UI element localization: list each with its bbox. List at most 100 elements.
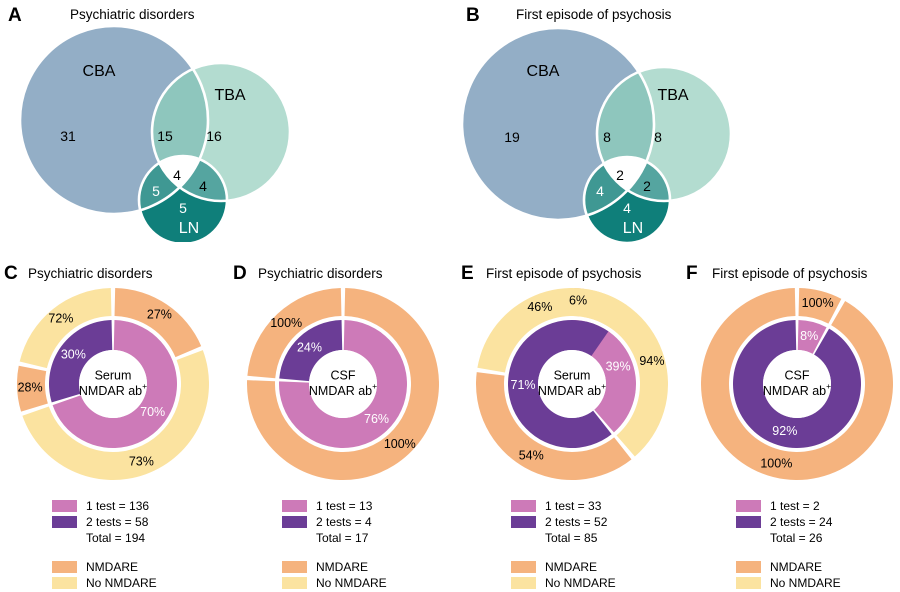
venn-count-cba-only: 19 [504,129,520,145]
donut-outer-label: 100% [384,437,416,451]
donut-center-line1: CSF [331,368,356,382]
legend-label-1test: 1 test = 13 [316,498,373,513]
legend-row-total: Total = 194 [52,530,157,545]
panel-title-a: Psychiatric disorders [70,7,195,22]
legend-label-total: Total = 194 [86,530,146,545]
donut-slice [508,320,612,449]
venn-count-triple: 4 [173,167,181,183]
legend-label-nmdare: NMDARE [545,559,598,574]
legend-row-2tests: 2 tests = 24 [736,514,841,529]
venn-count-cba-tba: 8 [603,129,611,145]
venn-outline-tba [595,65,733,203]
legend-swatch-nmdare [511,560,536,573]
donut-outer-label: 54% [519,449,544,463]
donut-center-line1: Serum [554,368,591,382]
panel-letter-f: F [686,263,698,284]
legend-label-1test: 1 test = 33 [545,498,602,513]
legend-label-1test: 1 test = 136 [86,498,150,513]
venn-diagram-b: CBA TBA LN 19 8 8 2 2 4 4 [455,14,755,245]
legend-swatch-no-nmdare [511,576,536,589]
donut-inner-label: 30% [61,347,86,361]
donut-outer-label: 28% [18,380,43,394]
venn-label-cba: CBA [83,63,116,80]
legend-label-1test: 1 test = 2 [770,498,820,513]
donut-slice [583,289,668,457]
venn-label-ln: LN [179,220,199,237]
donut-center-line1: Serum [95,368,132,382]
donut-inner-label: 76% [364,412,389,426]
legend-swatch-nmdare [52,560,77,573]
legend-swatch-2tests [511,515,536,528]
legend-swatch-no-nmdare [736,576,761,589]
legend-row-2tests: 2 tests = 58 [52,514,157,529]
venn-count-tba-ln: 4 [199,178,207,194]
venn-count-cba-only: 31 [60,128,76,144]
donut-slice [798,288,842,324]
donut-outer-label: 46% [527,300,552,314]
legend-row-1test: 1 test = 2 [736,498,841,513]
legend-row-nmdare: NMDARE [511,559,616,574]
legend-row-nmdare: NMDARE [282,559,387,574]
venn-label-tba: TBA [214,87,245,104]
legend-spacer [52,546,157,559]
donut-inner-label: 8% [800,329,818,343]
donut-inner-label: 24% [297,341,322,355]
legend-row-2tests: 2 tests = 4 [282,514,387,529]
legend-swatch-2tests [52,515,77,528]
legend-swatch-spacer [52,532,77,544]
legend-row-1test: 1 test = 13 [282,498,387,513]
legend-swatch-1test [282,499,307,512]
legend-label-nmdare: NMDARE [86,559,139,574]
legend-label-total: Total = 85 [545,530,598,545]
legend-spacer [736,546,841,559]
venn-outline-cba [18,24,210,216]
legend-row-total: Total = 85 [511,530,616,545]
donut-slice [22,350,209,480]
donut-slice [477,288,627,373]
donut-slice [797,320,827,354]
donut-slice [49,320,113,403]
panel-title-f: First episode of psychosis [712,266,868,281]
legend-label-2tests: 2 tests = 52 [545,514,608,529]
venn-svg-a: CBA TBA LN 31 15 16 4 4 5 5 [18,24,292,246]
legend-label-no-nmdare: No NMDARE [545,575,616,590]
legend-swatch-spacer [282,532,307,544]
legend-row-no-nmdare: No NMDARE [736,575,841,590]
venn-count-tba-only: 16 [206,128,222,144]
legend-c: 1 test = 136 2 tests = 58 Total = 194 NM… [52,498,157,591]
donut-slice [279,320,407,448]
legend-label-2tests: 2 tests = 4 [316,514,372,529]
donut-center-line2: NMDAR ab+ [79,381,147,398]
venn-count-tba-ln: 2 [643,178,651,194]
legend-row-no-nmdare: No NMDARE [52,575,157,590]
legend-row-nmdare: NMDARE [736,559,841,574]
legend-swatch-1test [736,499,761,512]
venn-label-cba: CBA [527,63,560,80]
legend-swatch-1test [511,499,536,512]
legend-spacer [511,546,616,559]
legend-swatch-1test [52,499,77,512]
panel-title-b: First episode of psychosis [516,7,672,22]
donut-inner-label: 70% [140,405,165,419]
donut-center-hole [79,350,147,418]
donut-inner-label: 92% [772,424,797,438]
legend-label-no-nmdare: No NMDARE [86,575,157,590]
legend-row-no-nmdare: No NMDARE [511,575,616,590]
venn-count-cba-ln: 4 [596,183,604,199]
legend-label-total: Total = 26 [770,530,823,545]
legend-row-nmdare: NMDARE [52,559,157,574]
panel-letter-a: A [8,5,22,26]
panel-letter-c: C [4,263,18,284]
legend-swatch-spacer [511,532,536,544]
donut-inner-label: 71% [511,378,536,392]
donut-slice [247,288,342,379]
legend-swatch-nmdare [282,560,307,573]
donut-slice [733,320,861,448]
donut-slice [17,365,48,412]
venn-outline-tba [150,61,292,203]
